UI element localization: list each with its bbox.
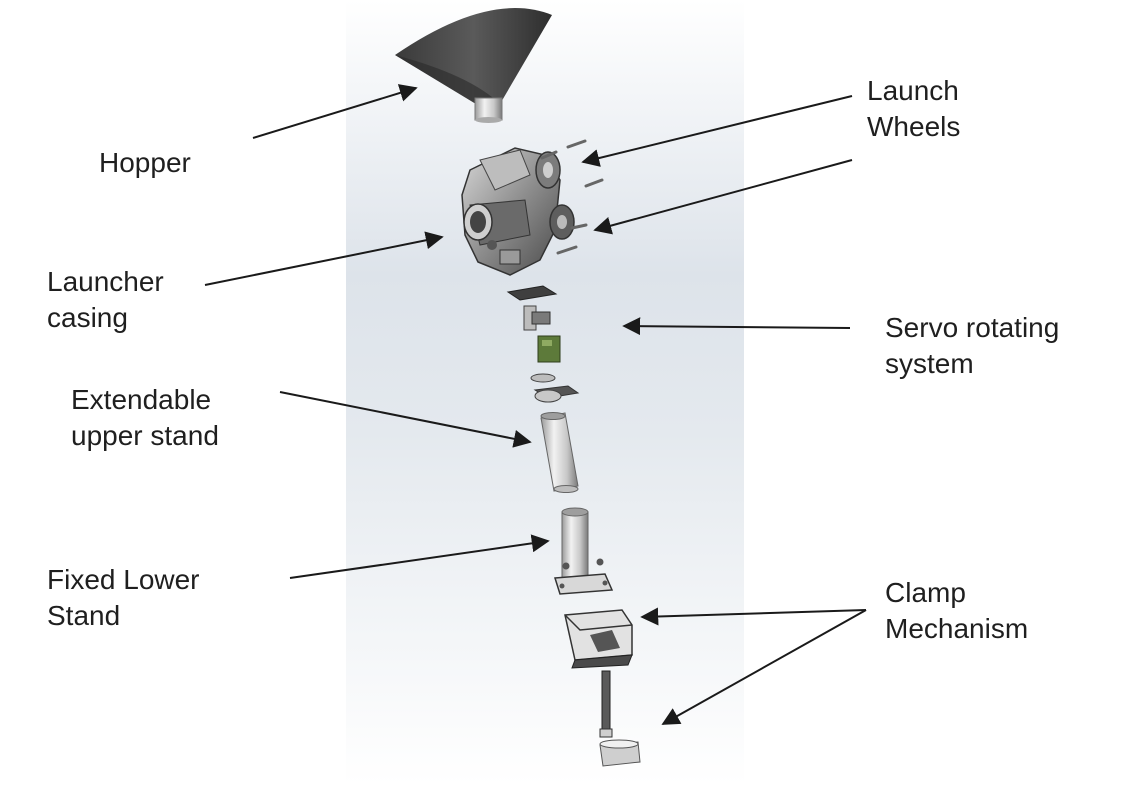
launcher-casing-label: Launcher casing bbox=[47, 264, 164, 336]
launch-wheels-arrow-top bbox=[581, 95, 853, 167]
fixed-lower-stand-part bbox=[554, 507, 614, 595]
launch-wheels-label-line1: Launch bbox=[867, 75, 959, 106]
clamp-mechanism-label: Clamp Mechanism bbox=[885, 575, 1028, 647]
servo-system-label-line2: system bbox=[885, 348, 974, 379]
clamp-mechanism-label-line2: Mechanism bbox=[885, 613, 1029, 644]
servo-system-label-line1: Servo rotating bbox=[885, 312, 1060, 343]
upper-stand-label: Extendable upper stand bbox=[71, 382, 219, 454]
launcher-casing-part bbox=[461, 147, 561, 276]
lower-stand-label: Fixed Lower Stand bbox=[47, 562, 200, 634]
clamp-mechanism-part bbox=[564, 609, 641, 767]
launch-wheels-arrow-bottom bbox=[593, 159, 853, 235]
lower-stand-label-line2: Stand bbox=[47, 600, 121, 631]
upper-stand-label-line1: Extendable bbox=[71, 384, 212, 415]
launch-wheels-part bbox=[535, 139, 604, 255]
launch-wheels-label-line2: Wheels bbox=[867, 111, 961, 142]
servo-system-arrow bbox=[622, 317, 851, 336]
upper-stand-arrow bbox=[279, 391, 532, 448]
hopper-arrow bbox=[252, 84, 418, 139]
upper-stand-label-line2: upper stand bbox=[71, 420, 219, 451]
annotation-arrows bbox=[204, 84, 867, 725]
clamp-arrow-top bbox=[640, 607, 867, 626]
lower-stand-arrow bbox=[289, 534, 550, 579]
hopper-label: Hopper bbox=[99, 145, 191, 181]
launcher-casing-label-line1: Launcher bbox=[47, 266, 164, 297]
launch-wheels-label: Launch Wheels bbox=[867, 73, 960, 145]
hopper-label-text: Hopper bbox=[99, 147, 191, 178]
hopper-part bbox=[395, 8, 552, 123]
launcher-casing-label-line2: casing bbox=[47, 302, 128, 333]
launcher-casing-arrow bbox=[204, 231, 444, 286]
lower-stand-label-line1: Fixed Lower bbox=[47, 564, 200, 595]
clamp-mechanism-label-line1: Clamp bbox=[885, 577, 966, 608]
servo-rotating-system-part bbox=[506, 285, 580, 403]
servo-system-label: Servo rotating system bbox=[885, 310, 1059, 382]
extendable-upper-stand-part bbox=[540, 412, 579, 493]
clamp-arrow-bottom bbox=[661, 609, 867, 725]
